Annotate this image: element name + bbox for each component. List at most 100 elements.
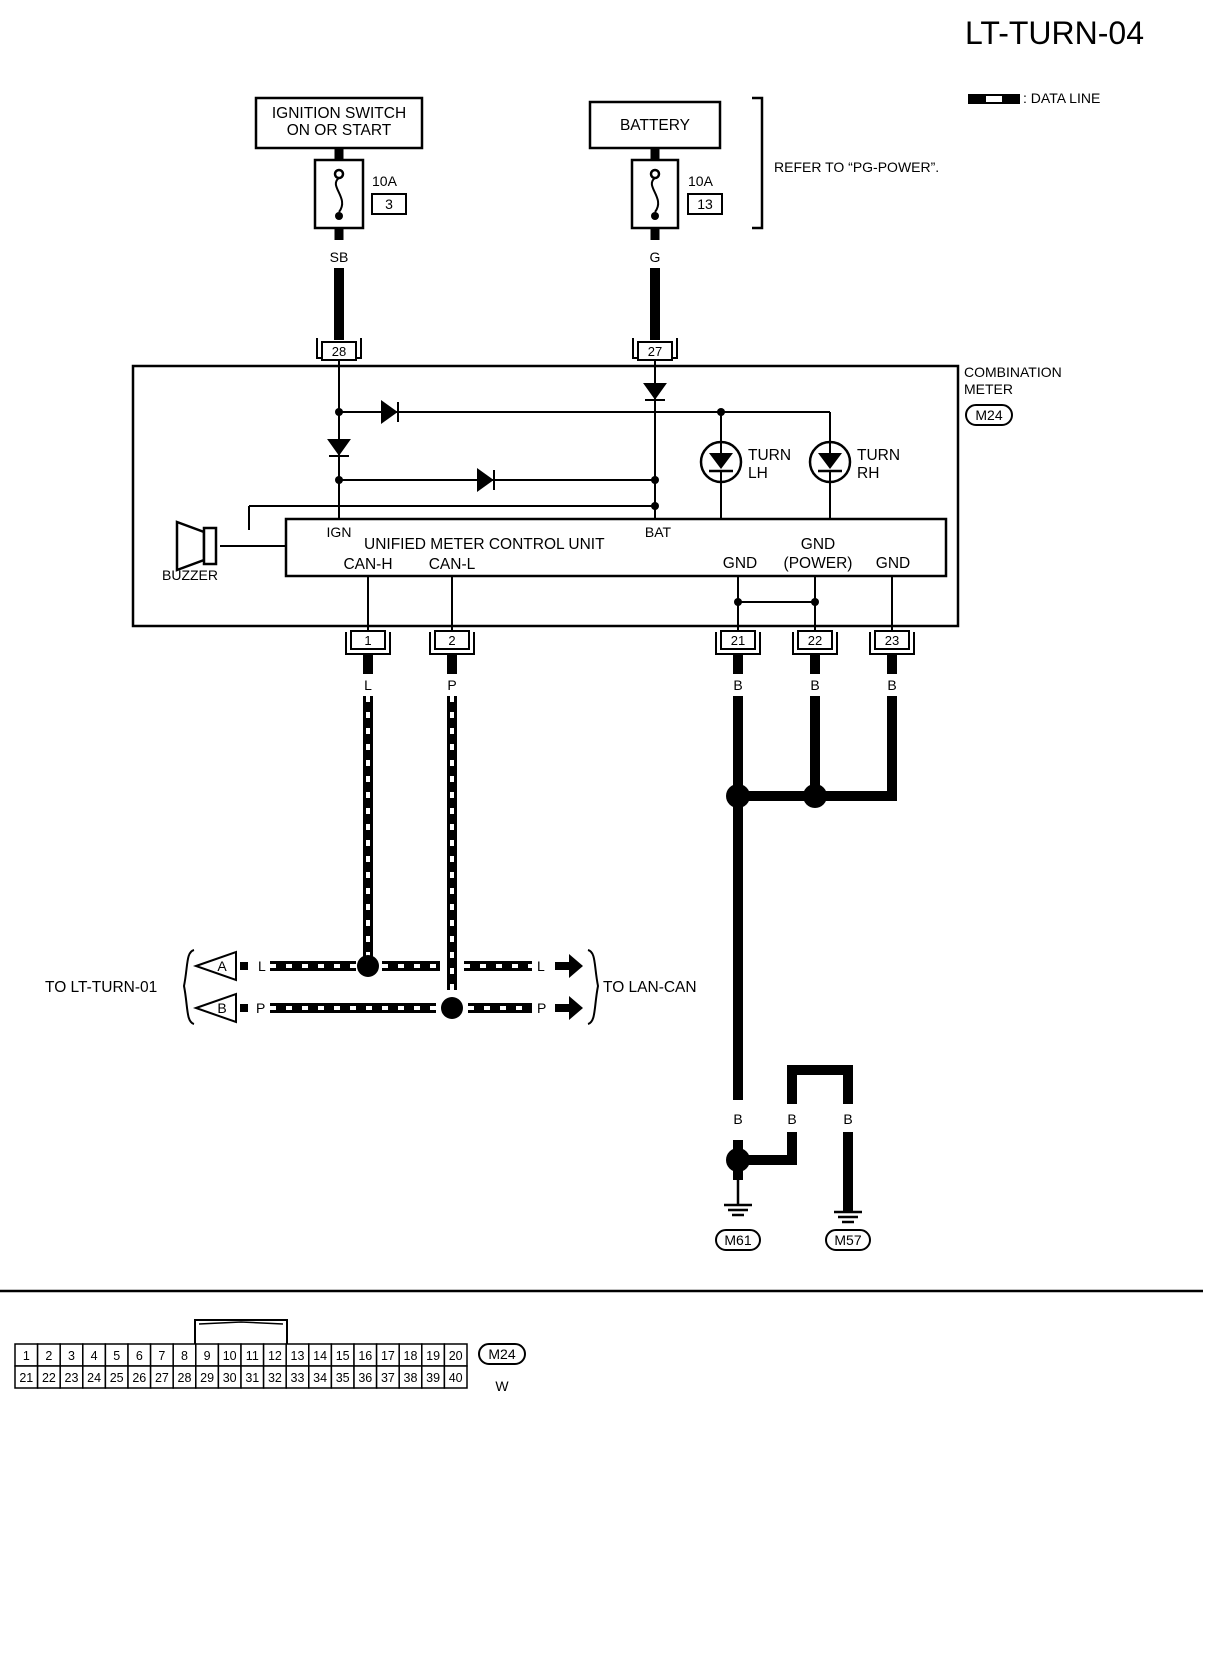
connector-b-icon: B xyxy=(192,992,248,1024)
to-lan-can: TO LAN-CAN xyxy=(603,979,697,996)
right-brace xyxy=(587,949,600,1025)
ground-wire-b-2: B xyxy=(787,1111,796,1127)
connector-cell-label: 33 xyxy=(291,1371,305,1385)
unit-label: UNIFIED METER CONTROL UNIT xyxy=(364,536,605,553)
connector-cell-label: 4 xyxy=(91,1349,98,1363)
svg-text:22: 22 xyxy=(808,633,822,648)
gnd-power-label-2: (POWER) xyxy=(784,555,853,572)
connector-cell-label: 16 xyxy=(358,1349,372,1363)
fuse-3-rating: 10A xyxy=(372,173,398,189)
ground-m57-icon xyxy=(834,1205,862,1224)
connector-cell-label: 24 xyxy=(87,1371,101,1385)
turn-rh-side: RH xyxy=(857,465,879,482)
meter-name-1: COMBINATION xyxy=(964,364,1062,380)
connector-cell-label: 22 xyxy=(42,1371,56,1385)
pin-1: 1 xyxy=(345,630,391,655)
connector-view-id: M24 xyxy=(488,1346,515,1362)
ground-junctions xyxy=(726,784,827,1172)
fuse-13: 10A 13 xyxy=(630,148,723,240)
fuse-13-number: 13 xyxy=(697,196,713,212)
connector-cell-label: 36 xyxy=(358,1371,372,1385)
connector-cell-label: 8 xyxy=(181,1349,188,1363)
gnd-23-label: GND xyxy=(876,555,910,572)
connector-cell-label: 18 xyxy=(404,1349,418,1363)
pin-2: 2 xyxy=(429,630,475,655)
ground-m61: M61 xyxy=(724,1232,751,1248)
connector-cell-label: 11 xyxy=(246,1349,259,1363)
pin-28: 28 xyxy=(316,338,362,361)
can-right-p: P xyxy=(537,1000,546,1016)
wire-sb-label: SB xyxy=(330,249,349,265)
connector-cell-label: 21 xyxy=(19,1371,33,1385)
connector-cell-label: 34 xyxy=(313,1371,327,1385)
ground-wire-b-1: B xyxy=(733,1111,742,1127)
connector-stubs xyxy=(363,654,897,674)
turn-lh-lamp-icon xyxy=(699,440,743,484)
turn-rh-lamp-icon xyxy=(808,440,852,484)
connector-b-label: B xyxy=(217,1000,226,1016)
connector-cell-label: 12 xyxy=(268,1349,282,1363)
meter-name-2: METER xyxy=(964,381,1013,397)
turn-rh-label: TURN xyxy=(857,447,900,464)
buzzer-label: BUZZER xyxy=(162,567,218,583)
pin-22: 22 xyxy=(792,630,838,655)
meter-connector-badge xyxy=(965,404,1013,426)
connector-cell xyxy=(443,1365,468,1389)
left-brace xyxy=(182,949,195,1025)
connector-cell-label: 26 xyxy=(132,1371,146,1385)
connector-cell-label: 1 xyxy=(23,1349,30,1363)
meter-connector: M24 xyxy=(975,407,1002,423)
connector-cell-label: 19 xyxy=(426,1349,440,1363)
connector-cell-label: 5 xyxy=(113,1349,120,1363)
connector-cell-label: 30 xyxy=(223,1371,237,1385)
fuse-3-number: 3 xyxy=(385,196,393,212)
wire-b-21-label: B xyxy=(733,677,742,693)
svg-text:1: 1 xyxy=(364,633,371,648)
connector-cell-label: 17 xyxy=(381,1349,395,1363)
can-data-lines xyxy=(270,696,532,1019)
fuse-13-rating: 10A xyxy=(688,173,714,189)
connector-cell-label: 38 xyxy=(404,1371,418,1385)
connector-cell-label: 32 xyxy=(268,1371,282,1385)
refer-text: REFER TO “PG-POWER”. xyxy=(774,159,939,175)
ground-m61-badge xyxy=(715,1229,761,1251)
connector-cell-label: 10 xyxy=(223,1349,237,1363)
ground-m57-badge xyxy=(825,1229,871,1251)
connector-cell-label: 25 xyxy=(110,1371,124,1385)
connector-cell-label: 20 xyxy=(449,1349,463,1363)
legend-data-line: : DATA LINE xyxy=(1023,90,1100,106)
can-left-p: P xyxy=(256,1000,265,1016)
meter-internal-circuit xyxy=(220,360,893,636)
connector-cell-label: 2 xyxy=(45,1349,52,1363)
connector-cell-label: 40 xyxy=(449,1371,463,1385)
page-title: LT-TURN-04 xyxy=(965,15,1144,51)
connector-a-label: A xyxy=(217,958,227,974)
can-left-l: L xyxy=(258,958,266,974)
bat-label: BAT xyxy=(645,524,672,540)
ground-wire-b-3: B xyxy=(843,1111,852,1127)
ground-wiring xyxy=(733,696,897,1212)
svg-text:23: 23 xyxy=(885,633,899,648)
unified-meter-control-unit xyxy=(284,517,948,578)
svg-text:21: 21 xyxy=(731,633,745,648)
to-lt-turn-01: TO LT-TURN-01 xyxy=(45,979,157,996)
gnd-power-label-1: GND xyxy=(801,536,835,553)
can-h-label: CAN-H xyxy=(343,556,392,573)
connector-cell-label: 29 xyxy=(200,1371,214,1385)
junction-dots xyxy=(335,408,819,606)
connector-cell-label: 3 xyxy=(68,1349,75,1363)
connector-cell-label: 7 xyxy=(158,1349,165,1363)
connector-cell-label: 31 xyxy=(245,1371,259,1385)
wire-g-label: G xyxy=(650,249,661,265)
svg-text:28: 28 xyxy=(332,344,346,359)
pin-27: 27 xyxy=(632,338,678,361)
legend: : DATA LINE xyxy=(968,90,1100,106)
connector-cell-label: 27 xyxy=(155,1371,169,1385)
turn-lh-label: TURN xyxy=(748,447,791,464)
pin-23: 23 xyxy=(869,630,915,655)
connector-cell-label: 15 xyxy=(336,1349,350,1363)
can-right-l: L xyxy=(537,958,545,974)
connector-view-badge xyxy=(478,1343,526,1365)
